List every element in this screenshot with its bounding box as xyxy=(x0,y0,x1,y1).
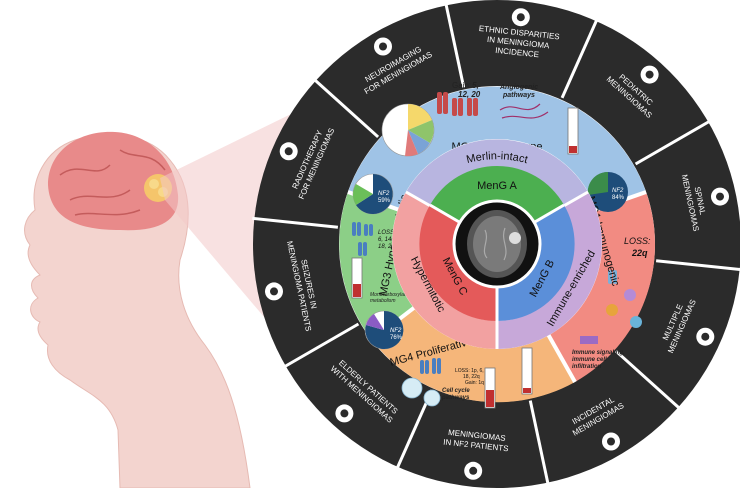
svg-text:76%: 76% xyxy=(390,335,403,341)
mg4-content: NF2 76% LOSS: 1p, 6, 14q, 18, 22q Gain: … xyxy=(364,310,496,409)
outer-ring-divider xyxy=(444,3,466,88)
svg-text:pathways: pathways xyxy=(441,395,470,401)
mg1-bar-gauge xyxy=(521,347,533,395)
outer-ring-divider xyxy=(528,400,550,485)
outer-ring-divider xyxy=(655,259,740,272)
mg4-bar-gauge xyxy=(484,367,496,409)
meng-a-label: MenG A xyxy=(477,180,517,192)
svg-text:NF2: NF2 xyxy=(390,328,402,334)
outer-ring-divider xyxy=(614,349,681,410)
svg-text:12, 20: 12, 20 xyxy=(458,90,481,99)
outer-ring-divider xyxy=(634,119,711,166)
svg-text:NF2: NF2 xyxy=(378,191,390,197)
mg4-loss-label: LOSS: 1p, 6, 14q, xyxy=(455,368,495,374)
mg4-pathway-label: Cell cycle xyxy=(442,388,470,394)
mg2-gain-label: Gain: xyxy=(452,81,471,90)
mg1-loss-label: LOSS: xyxy=(624,236,651,246)
outer-ring-divider xyxy=(283,322,360,369)
svg-text:immune cell: immune cell xyxy=(572,357,607,363)
mg2-pathway-label: Angiogenic xyxy=(499,84,538,91)
svg-text:pathways: pathways xyxy=(502,92,535,99)
mg2-bar-gauge xyxy=(567,107,579,155)
svg-text:NF2: NF2 xyxy=(612,188,624,194)
human-head-illustration xyxy=(24,131,251,489)
svg-text:5,: 5, xyxy=(472,81,479,90)
svg-text:Monocarboxylate: Monocarboxylate xyxy=(370,292,408,298)
svg-text:Gain: 1q: Gain: 1q xyxy=(465,380,484,386)
mg3-bar-gauge xyxy=(351,257,363,299)
svg-text:6, 14q,: 6, 14q, xyxy=(378,237,396,243)
svg-text:18, 22q: 18, 22q xyxy=(463,374,480,380)
outer-ring-divider xyxy=(560,18,599,99)
svg-text:84%: 84% xyxy=(612,195,625,201)
svg-text:59%: 59% xyxy=(378,198,391,204)
outer-ring-divider xyxy=(313,78,380,139)
mg1-pathway-label: Immune signaling, xyxy=(572,350,625,356)
outer-ring-divider xyxy=(252,216,339,229)
svg-text:22q: 22q xyxy=(631,248,648,258)
svg-text:infiltration: infiltration xyxy=(572,364,602,370)
svg-text:metabolism: metabolism xyxy=(370,298,396,304)
svg-text:18, 22q: 18, 22q xyxy=(378,244,399,250)
mg3-loss-label: LOSS: 1p, xyxy=(378,230,406,236)
